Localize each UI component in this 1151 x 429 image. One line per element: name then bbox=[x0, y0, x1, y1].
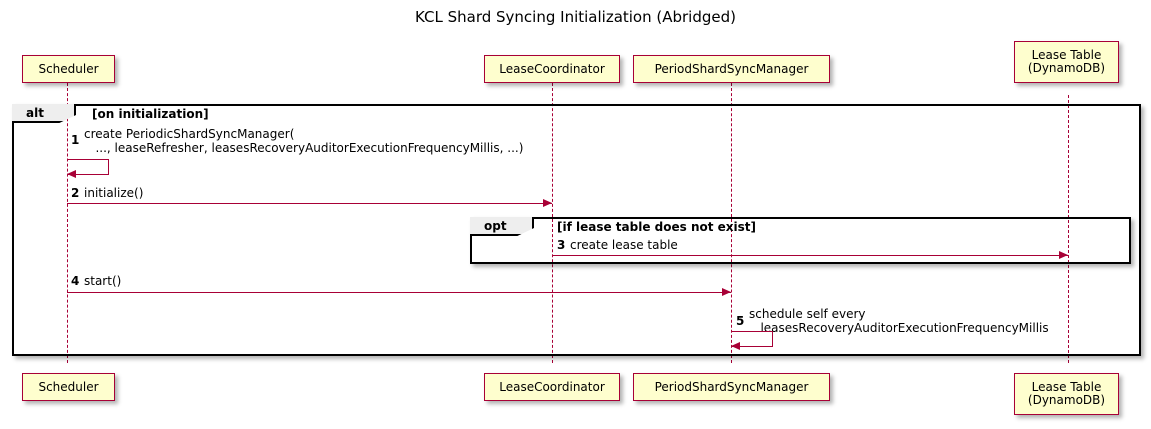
participant-period-shard-sync-manager-top[interactable]: PeriodShardSyncManager bbox=[633, 55, 830, 83]
message-5-self-loop bbox=[731, 331, 773, 347]
frame-alt bbox=[12, 104, 1141, 356]
message-3-arrowhead bbox=[1059, 251, 1068, 259]
lifeline-period-shard-sync-manager bbox=[731, 83, 732, 363]
participant-lease-table-top[interactable]: Lease Table (DynamoDB) bbox=[1014, 41, 1119, 83]
message-4-line bbox=[67, 292, 731, 293]
message-1-label: create PeriodicShardSyncManager( ..., le… bbox=[84, 127, 524, 155]
participant-scheduler-bottom[interactable]: Scheduler bbox=[22, 373, 115, 401]
message-2-number: 2 bbox=[71, 186, 80, 200]
participant-scheduler-top[interactable]: Scheduler bbox=[22, 55, 115, 83]
participant-period-shard-sync-manager-bottom[interactable]: PeriodShardSyncManager bbox=[633, 373, 830, 401]
lifeline-lease-coordinator bbox=[552, 83, 553, 363]
message-2-line bbox=[67, 203, 552, 204]
message-5-label: schedule self every leasesRecoveryAudito… bbox=[749, 307, 1049, 335]
page-title: KCL Shard Syncing Initialization (Abridg… bbox=[415, 8, 736, 26]
message-3-number: 3 bbox=[557, 238, 566, 252]
lifeline-lease-table bbox=[1068, 95, 1069, 363]
message-1-arrowhead bbox=[67, 170, 76, 178]
frame-opt bbox=[470, 217, 1131, 264]
message-2-label: initialize() bbox=[84, 186, 144, 200]
message-5-number: 5 bbox=[736, 314, 745, 328]
frame-opt-tag: opt bbox=[470, 217, 534, 236]
message-4-arrowhead bbox=[722, 288, 731, 296]
lifeline-scheduler bbox=[67, 83, 68, 363]
participant-lease-coordinator-bottom[interactable]: LeaseCoordinator bbox=[484, 373, 620, 401]
frame-alt-condition: [on initialization] bbox=[92, 107, 209, 121]
message-2-arrowhead bbox=[543, 199, 552, 207]
frame-alt-tag: alt bbox=[12, 104, 76, 123]
message-3-line bbox=[552, 255, 1068, 256]
message-4-number: 4 bbox=[71, 274, 80, 288]
frame-opt-condition: [if lease table does not exist] bbox=[557, 220, 757, 234]
participant-lease-coordinator-top[interactable]: LeaseCoordinator bbox=[484, 55, 620, 83]
message-4-label: start() bbox=[84, 274, 122, 288]
message-1-number: 1 bbox=[71, 133, 80, 147]
participant-lease-table-bottom[interactable]: Lease Table (DynamoDB) bbox=[1014, 373, 1119, 415]
message-3-label: create lease table bbox=[570, 238, 678, 252]
message-5-arrowhead bbox=[731, 342, 740, 350]
message-1-self-loop bbox=[67, 159, 109, 175]
